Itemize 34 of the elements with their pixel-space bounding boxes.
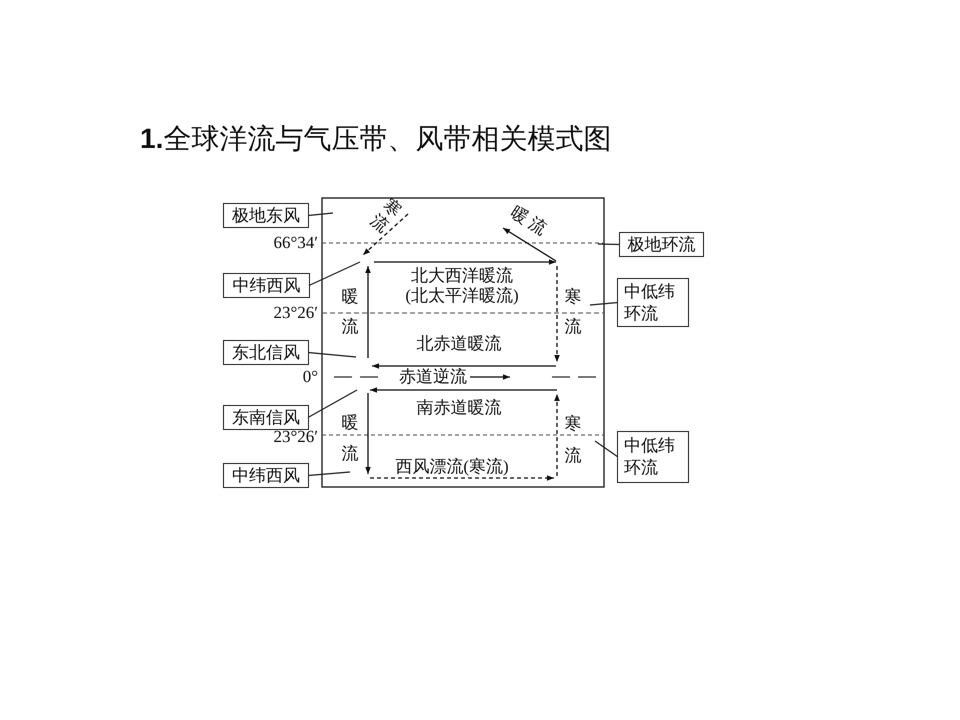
latitude-label: 0° [302, 367, 318, 387]
current-label: 暖 [342, 413, 358, 433]
callout-box: 极地环流 [619, 232, 704, 257]
latitude-label: 23°26′ [273, 303, 318, 323]
callout-box: 中纬西风 [223, 273, 310, 298]
callout-box: 中低纬环流 [617, 431, 689, 483]
current-label: 流 [564, 317, 582, 337]
leader-line [308, 471, 350, 476]
leader-line [308, 389, 358, 418]
leader-line [308, 212, 334, 216]
callout-box: 中纬西风 [223, 463, 309, 488]
current-label: 流 [342, 317, 358, 337]
current-label: 北大西洋暖流 (北太平洋暖流) [404, 266, 520, 306]
current-label: 寒流 [366, 194, 406, 238]
callout-box: 极地东风 [223, 203, 309, 228]
current-label: 南赤道暖流 [416, 398, 502, 418]
leader-line [598, 243, 620, 246]
current-label: 寒 [564, 414, 582, 434]
callout-box: 东南信风 [223, 405, 309, 430]
current-label: 北赤道暖流 [416, 334, 502, 354]
title: 1.全球洋流与气压带、风带相关模式图 [140, 122, 612, 156]
current-label: 流 [564, 446, 582, 466]
leader-line [308, 261, 360, 286]
latitude-label: 23°26′ [273, 427, 318, 447]
current-label: 西风漂流(寒流) [395, 457, 509, 477]
callout-box: 东北信风 [223, 340, 309, 365]
current-label: 寒 [564, 287, 582, 307]
current-label: 暖 [342, 287, 358, 307]
leader-line [590, 302, 618, 306]
latitude-label: 66°34′ [273, 233, 318, 253]
current-label: 流 [342, 444, 358, 464]
current-label: 暖流 [506, 202, 554, 242]
callout-box: 中低纬环流 [617, 278, 689, 327]
leader-line [308, 352, 356, 358]
